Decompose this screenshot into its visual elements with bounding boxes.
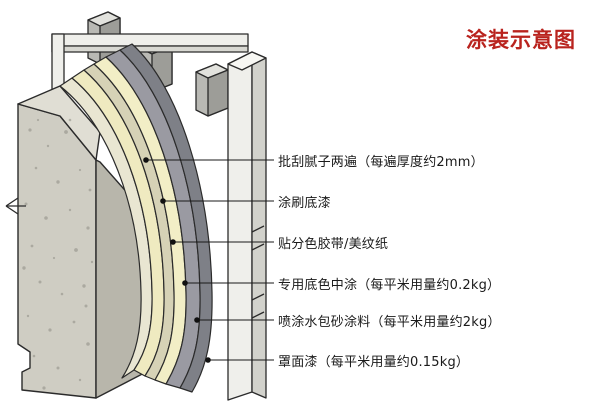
right-board-bracket <box>251 225 265 319</box>
top-rail <box>51 33 249 53</box>
coating-layers <box>59 43 213 393</box>
callout-label-topcoat: 罩面漆（每平米用量约0.15kg） <box>278 355 470 370</box>
wall-edge-marker <box>5 197 26 215</box>
concrete-wall-block <box>17 85 163 399</box>
layer-topcoat <box>119 43 213 393</box>
leader-lines <box>146 159 274 361</box>
callout-label-tape: 贴分色胶带/美纹纸 <box>278 237 389 252</box>
callout-label-stonecoat: 喷涂水包砂涂料（每平米用量约2kg） <box>278 315 501 330</box>
page-title: 涂装示意图 <box>466 28 576 52</box>
callout-label-putty: 批刮腻子两遍（每遍厚度约2mm） <box>278 155 484 170</box>
callout-label-primer: 涂刷底漆 <box>278 196 331 211</box>
concrete-texture <box>22 118 94 390</box>
right-vertical-board <box>227 51 267 401</box>
callout-label-basecoat: 专用底色中涂（每平米用量约0.2kg） <box>278 278 501 293</box>
leader-dots <box>143 157 211 363</box>
